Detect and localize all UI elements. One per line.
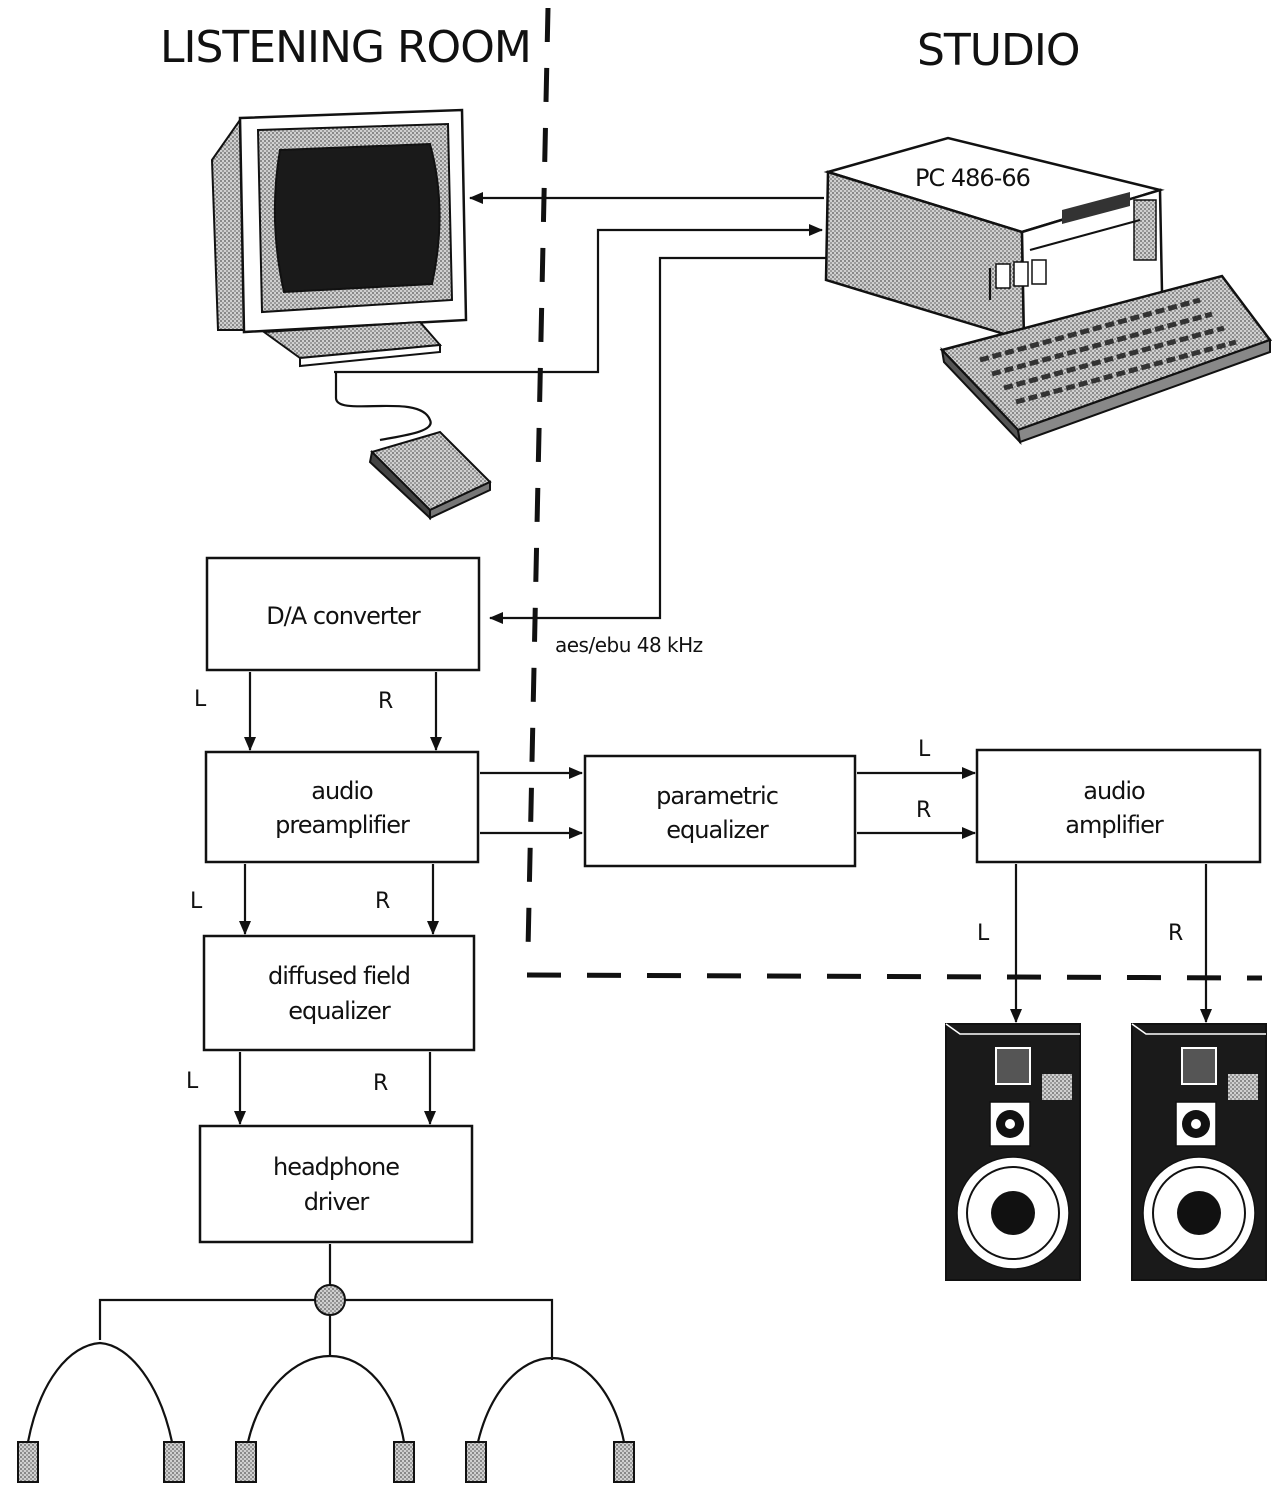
peq-r-label: R (916, 798, 931, 823)
audio-amplifier-block: audio amplifier (975, 748, 1262, 864)
studio-title: STUDIO (917, 25, 1080, 76)
dfe-l-label: L (186, 1069, 199, 1094)
headphone-distribution (98, 1244, 554, 1360)
audio-preamplifier-block: audio preamplifier (204, 750, 480, 864)
peq-label-line2: equalizer (666, 816, 769, 844)
room-divider-horizontal (526, 972, 1263, 981)
keyboard-icon (939, 274, 1273, 446)
amp-r-label: R (1168, 921, 1183, 946)
wire-pc-to-da (489, 256, 826, 624)
mouse-icon (334, 372, 492, 521)
amplifier-label-line1: audio (1083, 777, 1145, 805)
amplifier-label-line2: amplifier (1065, 811, 1164, 839)
monitor-icon (210, 108, 468, 368)
dfe-label-line1: diffused field (268, 962, 410, 990)
preamplifier-label-line2: preamplifier (275, 811, 410, 839)
preamp-l-label: L (190, 889, 203, 914)
headphones-icon (465, 1356, 635, 1483)
headphone-driver-block: headphone driver (198, 1124, 474, 1244)
wire-mouse-to-pc (334, 224, 823, 374)
room-divider-vertical (525, 7, 551, 951)
aes-ebu-label: aes/ebu 48 kHz (555, 633, 703, 657)
peq-label-line1: parametric (656, 782, 778, 810)
dfe-label-line2: equalizer (288, 997, 391, 1025)
da-l-label: L (194, 687, 207, 712)
headphones-icon (235, 1354, 415, 1483)
da-converter-block: D/A converter (205, 556, 481, 672)
diffused-field-equalizer-block: diffused field equalizer (202, 934, 476, 1052)
speaker-icon (1131, 1023, 1267, 1281)
speaker-icon (945, 1023, 1081, 1281)
headphone-driver-label-line2: driver (304, 1188, 370, 1216)
headphones-icon (17, 1341, 185, 1483)
da-converter-label: D/A converter (266, 602, 421, 630)
da-r-label: R (378, 689, 393, 714)
pc-label: PC 486-66 (915, 164, 1030, 192)
peq-l-label: L (918, 737, 931, 762)
dfe-r-label: R (373, 1071, 388, 1096)
parametric-equalizer-block: parametric equalizer (583, 754, 857, 868)
headphone-driver-label-line1: headphone (273, 1153, 399, 1181)
junction-node (314, 1284, 346, 1316)
preamplifier-label-line1: audio (311, 777, 373, 805)
listening-room-title: LISTENING ROOM (160, 22, 531, 73)
preamp-r-label: R (375, 889, 390, 914)
amp-l-label: L (977, 921, 990, 946)
